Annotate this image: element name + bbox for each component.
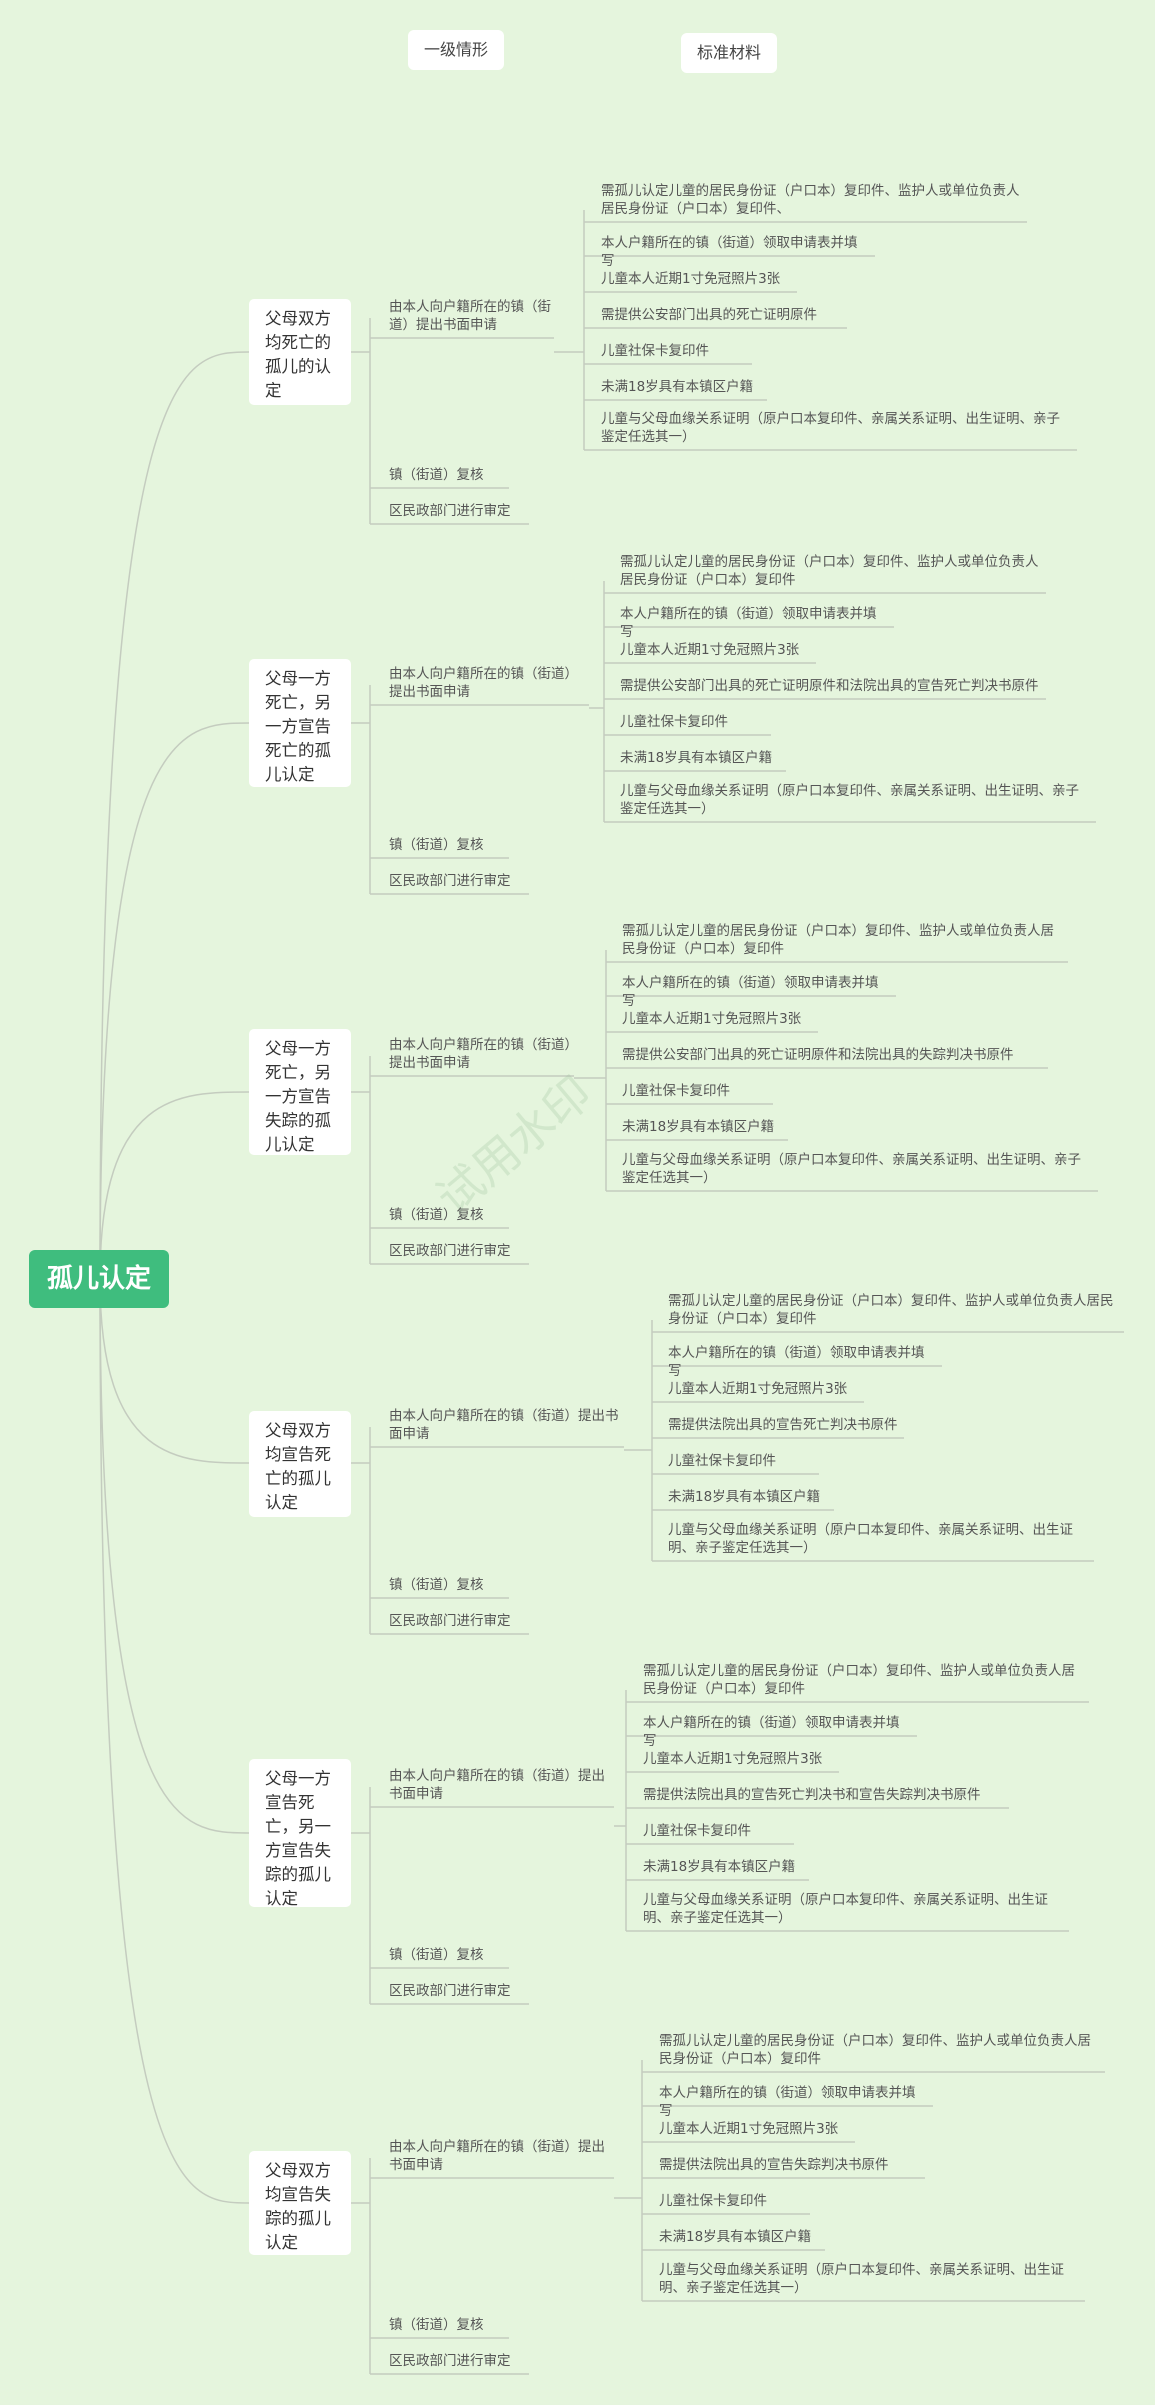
material-item[interactable]: 需提供法院出具的宣告失踪判决书原件 bbox=[659, 2157, 889, 2173]
step-approve[interactable]: 区民政部门进行审定 bbox=[389, 503, 511, 519]
material-item[interactable]: 本人户籍所在的镇（街道）领取申请表并填写 bbox=[659, 2085, 916, 2119]
step-review[interactable]: 镇（街道）复核 bbox=[389, 1577, 484, 1593]
root-branch-link bbox=[99, 351, 250, 1280]
material-item[interactable]: 儿童社保卡复印件 bbox=[659, 2193, 767, 2209]
step-review[interactable]: 镇（街道）复核 bbox=[389, 467, 484, 483]
material-item[interactable]: 需提供公安部门出具的死亡证明原件和法院出具的宣告死亡判决书原件 bbox=[620, 678, 1039, 694]
step-approve[interactable]: 区民政部门进行审定 bbox=[389, 2353, 511, 2369]
root-branch-link bbox=[99, 1278, 250, 1834]
material-item[interactable]: 本人户籍所在的镇（街道）领取申请表并填写 bbox=[620, 606, 877, 640]
material-item[interactable]: 儿童与父母血缘关系证明（原户口本复印件、亲属关系证明、出生证明、亲子鉴定任选其一… bbox=[668, 1522, 1073, 1556]
material-item[interactable]: 需提供公安部门出具的死亡证明原件 bbox=[601, 307, 817, 323]
branch-node[interactable]: 父母一方死亡，另一方宣告死亡的孤儿认定 bbox=[249, 659, 351, 787]
material-item[interactable]: 儿童与父母血缘关系证明（原户口本复印件、亲属关系证明、出生证明、亲子鉴定任选其一… bbox=[659, 2262, 1064, 2296]
material-item[interactable]: 需提供法院出具的宣告死亡判决书和宣告失踪判决书原件 bbox=[643, 1787, 981, 1803]
branch-node[interactable]: 父母一方宣告死亡，另一方宣告失踪的孤儿认定 bbox=[249, 1759, 351, 1908]
material-item[interactable]: 需孤儿认定儿童的居民身份证（户口本）复印件、监护人或单位负责人居民身份证（户口本… bbox=[659, 2033, 1091, 2067]
material-item[interactable]: 本人户籍所在的镇（街道）领取申请表并填写 bbox=[622, 975, 879, 1009]
step-apply[interactable]: 由本人向户籍所在的镇（街道）提出书面申请 bbox=[389, 1037, 572, 1071]
branch-node[interactable]: 父母双方均死亡的孤儿的认定 bbox=[249, 299, 351, 405]
step-apply[interactable]: 由本人向户籍所在的镇（街道）提出书面申请 bbox=[389, 2139, 605, 2173]
material-item[interactable]: 儿童本人近期1寸免冠照片3张 bbox=[622, 1011, 802, 1027]
material-item[interactable]: 儿童本人近期1寸免冠照片3张 bbox=[643, 1751, 823, 1767]
step-approve[interactable]: 区民政部门进行审定 bbox=[389, 873, 511, 889]
material-item[interactable]: 儿童社保卡复印件 bbox=[622, 1083, 730, 1099]
step-approve[interactable]: 区民政部门进行审定 bbox=[389, 1613, 511, 1629]
material-item[interactable]: 需孤儿认定儿童的居民身份证（户口本）复印件、监护人或单位负责人居民身份证（户口本… bbox=[601, 183, 1020, 217]
material-item[interactable]: 未满18岁具有本镇区户籍 bbox=[601, 379, 754, 395]
step-approve[interactable]: 区民政部门进行审定 bbox=[389, 1243, 511, 1259]
material-item[interactable]: 儿童与父母血缘关系证明（原户口本复印件、亲属关系证明、出生证明、亲子鉴定任选其一… bbox=[620, 783, 1079, 817]
root-branch-link bbox=[99, 722, 250, 1280]
material-item[interactable]: 本人户籍所在的镇（街道）领取申请表并填写 bbox=[601, 235, 858, 269]
material-item[interactable]: 需提供法院出具的宣告死亡判决书原件 bbox=[668, 1417, 898, 1433]
branch-node[interactable]: 父母双方均宣告失踪的孤儿认定 bbox=[249, 2151, 351, 2255]
material-item[interactable]: 未满18岁具有本镇区户籍 bbox=[643, 1859, 796, 1875]
branch-node[interactable]: 父母一方死亡，另一方宣告失踪的孤儿认定 bbox=[249, 1029, 351, 1155]
step-review[interactable]: 镇（街道）复核 bbox=[389, 1947, 484, 1963]
root-branch-link bbox=[99, 1278, 250, 2204]
step-review[interactable]: 镇（街道）复核 bbox=[389, 1207, 484, 1223]
material-item[interactable]: 未满18岁具有本镇区户籍 bbox=[622, 1119, 775, 1135]
step-apply[interactable]: 由本人向户籍所在的镇（街道）提出书面申请 bbox=[389, 666, 578, 700]
material-item[interactable]: 未满18岁具有本镇区户籍 bbox=[620, 750, 773, 766]
root-branch-link bbox=[99, 1278, 250, 1464]
material-item[interactable]: 需孤儿认定儿童的居民身份证（户口本）复印件、监护人或单位负责人居民身份证（户口本… bbox=[668, 1293, 1114, 1327]
material-item[interactable]: 儿童本人近期1寸免冠照片3张 bbox=[668, 1381, 848, 1397]
material-item[interactable]: 需孤儿认定儿童的居民身份证（户口本）复印件、监护人或单位负责人居民身份证（户口本… bbox=[620, 554, 1039, 588]
root-node[interactable]: 孤儿认定 bbox=[29, 1250, 169, 1308]
material-item[interactable]: 儿童社保卡复印件 bbox=[643, 1823, 751, 1839]
material-item[interactable]: 儿童本人近期1寸免冠照片3张 bbox=[620, 642, 800, 658]
step-approve[interactable]: 区民政部门进行审定 bbox=[389, 1983, 511, 1999]
material-item[interactable]: 本人户籍所在的镇（街道）领取申请表并填写 bbox=[668, 1345, 925, 1379]
step-apply[interactable]: 由本人向户籍所在的镇（街道）提出书面申请 bbox=[389, 1408, 619, 1442]
root-branch-link bbox=[99, 1091, 250, 1280]
material-item[interactable]: 需提供公安部门出具的死亡证明原件和法院出具的失踪判决书原件 bbox=[622, 1047, 1014, 1063]
material-item[interactable]: 未满18岁具有本镇区户籍 bbox=[668, 1489, 821, 1505]
step-apply[interactable]: 由本人向户籍所在的镇（街道）提出书面申请 bbox=[389, 1768, 605, 1802]
step-apply[interactable]: 由本人向户籍所在的镇（街道）提出书面申请 bbox=[389, 299, 551, 333]
material-item[interactable]: 需孤儿认定儿童的居民身份证（户口本）复印件、监护人或单位负责人居民身份证（户口本… bbox=[643, 1663, 1075, 1697]
material-item[interactable]: 儿童社保卡复印件 bbox=[601, 343, 709, 359]
material-item[interactable]: 儿童社保卡复印件 bbox=[668, 1453, 776, 1469]
step-review[interactable]: 镇（街道）复核 bbox=[389, 2317, 484, 2333]
material-item[interactable]: 儿童社保卡复印件 bbox=[620, 714, 728, 730]
material-item[interactable]: 儿童本人近期1寸免冠照片3张 bbox=[659, 2121, 839, 2137]
material-item[interactable]: 儿童与父母血缘关系证明（原户口本复印件、亲属关系证明、出生证明、亲子鉴定任选其一… bbox=[601, 411, 1060, 445]
material-item[interactable]: 儿童与父母血缘关系证明（原户口本复印件、亲属关系证明、出生证明、亲子鉴定任选其一… bbox=[622, 1152, 1081, 1186]
header-level1-tag: 一级情形 bbox=[408, 30, 504, 70]
material-item[interactable]: 儿童本人近期1寸免冠照片3张 bbox=[601, 271, 781, 287]
branch-node[interactable]: 父母双方均宣告死亡的孤儿认定 bbox=[249, 1411, 351, 1517]
material-item[interactable]: 需孤儿认定儿童的居民身份证（户口本）复印件、监护人或单位负责人居民身份证（户口本… bbox=[622, 923, 1054, 957]
material-item[interactable]: 儿童与父母血缘关系证明（原户口本复印件、亲属关系证明、出生证明、亲子鉴定任选其一… bbox=[643, 1892, 1048, 1926]
step-review[interactable]: 镇（街道）复核 bbox=[389, 837, 484, 853]
header-materials-tag: 标准材料 bbox=[681, 33, 777, 73]
material-item[interactable]: 未满18岁具有本镇区户籍 bbox=[659, 2229, 812, 2245]
material-item[interactable]: 本人户籍所在的镇（街道）领取申请表并填写 bbox=[643, 1715, 900, 1749]
